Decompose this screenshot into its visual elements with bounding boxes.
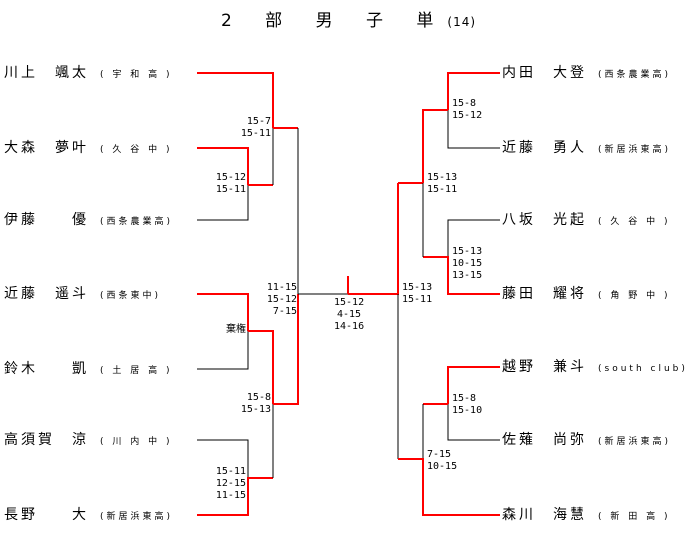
score-right-r1-mid: 15-13 10-15 13-15 bbox=[452, 246, 483, 281]
player-school: (西条農業高) bbox=[598, 70, 672, 80]
right-player-1: 内田 大登 (西条農業高) bbox=[502, 64, 671, 82]
player-name: 近藤 勇人 bbox=[502, 140, 587, 156]
line-l-r2b-win bbox=[273, 294, 299, 405]
line-r-uchida bbox=[447, 72, 500, 110]
score-left-r2-bottom: 15-8 15-13 bbox=[240, 392, 271, 415]
player-name: 森川 海慧 bbox=[502, 507, 587, 523]
right-player-7: 森川 海慧 ( 新 田 高 ) bbox=[502, 506, 670, 524]
right-player-5: 越野 兼斗 (south club) bbox=[502, 358, 688, 376]
player-name: 鈴木 凱 bbox=[4, 361, 89, 377]
player-name: 佐薙 尚弥 bbox=[502, 432, 587, 448]
player-school: (新居浜東高) bbox=[598, 145, 672, 155]
score-final: 15-12 4-15 14-16 bbox=[334, 297, 365, 332]
bracket-title: 2 部 男 子 単(14) bbox=[0, 6, 697, 31]
title-draw-size: (14) bbox=[447, 15, 477, 29]
left-player-4: 近藤 遥斗 (西条東中) bbox=[4, 285, 161, 303]
line-l-kondo bbox=[197, 293, 249, 331]
score-right-r2-top: 15-13 15-11 bbox=[427, 172, 458, 195]
score-right-r1-top: 15-8 15-12 bbox=[452, 98, 483, 121]
line-l-kawakami bbox=[197, 72, 274, 128]
right-player-2: 近藤 勇人 (新居浜東高) bbox=[502, 139, 671, 157]
line-r-koshino bbox=[447, 366, 500, 404]
player-school: (新居浜東高) bbox=[100, 512, 174, 522]
left-player-6: 高須賀 涼 ( 川 内 中 ) bbox=[4, 431, 172, 449]
player-school: ( 土 居 高 ) bbox=[100, 366, 173, 376]
player-name: 川上 颯太 bbox=[4, 65, 89, 81]
player-name: 伊藤 優 bbox=[4, 212, 89, 228]
line-l-ito bbox=[197, 185, 249, 221]
left-player-3: 伊藤 優 (西条農業高) bbox=[4, 211, 173, 229]
line-l-suzuki bbox=[197, 331, 249, 370]
score-right-r1-bottom: 15-8 15-10 bbox=[452, 393, 483, 416]
score-left-r1-mid-forfeit: 棄権 bbox=[226, 324, 246, 335]
score-left-r1-top: 15-12 15-11 bbox=[215, 172, 246, 195]
line-r-r1a-win bbox=[422, 109, 448, 183]
line-final-right bbox=[348, 183, 399, 295]
player-school: ( 宇 和 高 ) bbox=[100, 70, 173, 80]
line-l-r1b-win bbox=[248, 330, 274, 404]
player-school: (西条東中) bbox=[100, 291, 162, 301]
player-school: ( 久 谷 中 ) bbox=[100, 145, 173, 155]
line-l-takasuka bbox=[197, 439, 249, 478]
player-school: ( 新 田 高 ) bbox=[598, 512, 671, 522]
score-left-r2-top: 15-7 15-11 bbox=[240, 116, 271, 139]
right-player-6: 佐薙 尚弥 (新居浜東高) bbox=[502, 431, 671, 449]
line-l-nagano bbox=[197, 477, 273, 516]
player-name: 長野 大 bbox=[4, 507, 89, 523]
left-player-5: 鈴木 凱 ( 土 居 高 ) bbox=[4, 360, 172, 378]
left-player-1: 川上 颯太 ( 宇 和 高 ) bbox=[4, 64, 172, 82]
player-name: 高須賀 涼 bbox=[4, 432, 89, 448]
score-right-r2-bottom: 7-15 10-15 bbox=[427, 449, 458, 472]
player-name: 近藤 遥斗 bbox=[4, 286, 89, 302]
line-r-fujita bbox=[423, 256, 500, 295]
left-player-2: 大森 夢叶 ( 久 谷 中 ) bbox=[4, 139, 172, 157]
left-player-7: 長野 大 (新居浜東高) bbox=[4, 506, 173, 524]
player-school: ( 川 内 中 ) bbox=[100, 437, 173, 447]
player-name: 藤田 耀将 bbox=[502, 286, 587, 302]
line-l-omori bbox=[197, 147, 249, 185]
score-right-semifinal: 15-13 15-11 bbox=[402, 282, 433, 305]
score-left-semifinal: 11-15 15-12 7-15 bbox=[266, 282, 297, 317]
line-r-kondo bbox=[447, 110, 500, 149]
player-school: ( 久 谷 中 ) bbox=[598, 217, 671, 227]
player-school: (新居浜東高) bbox=[598, 437, 672, 447]
title-main: 2 部 男 子 単 bbox=[220, 11, 448, 31]
player-school: (西条農業高) bbox=[100, 217, 174, 227]
line-r-morikawa bbox=[398, 458, 500, 516]
player-name: 内田 大登 bbox=[502, 65, 587, 81]
player-name: 八坂 光起 bbox=[502, 212, 587, 228]
player-school: ( 角 野 中 ) bbox=[598, 291, 671, 301]
player-name: 大森 夢叶 bbox=[4, 140, 89, 156]
player-school: (south club) bbox=[598, 364, 688, 374]
right-player-3: 八坂 光起 ( 久 谷 中 ) bbox=[502, 211, 670, 229]
line-r-sanagi bbox=[447, 404, 500, 441]
player-name: 越野 兼斗 bbox=[502, 359, 587, 375]
score-left-r1-bottom: 15-11 12-15 11-15 bbox=[215, 466, 246, 501]
right-player-4: 藤田 耀将 ( 角 野 中 ) bbox=[502, 285, 670, 303]
line-r-yasaka bbox=[447, 219, 500, 257]
